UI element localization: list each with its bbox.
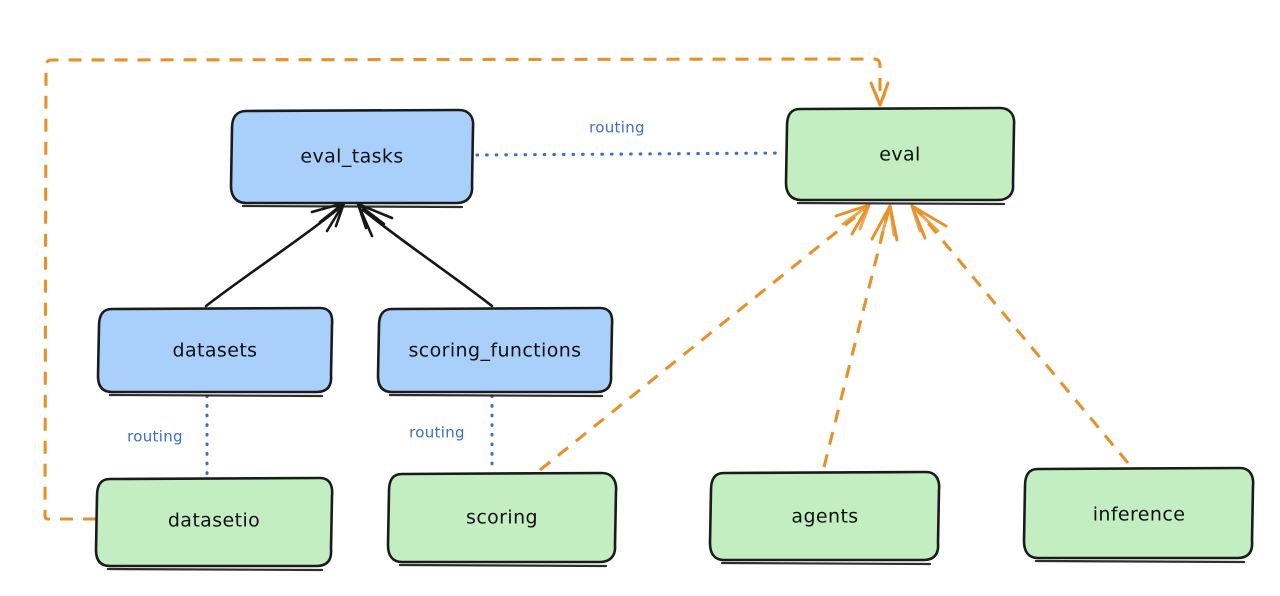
edge-datasets-datasetio: routing: [127, 394, 209, 478]
node-datasets-label: datasets: [173, 340, 258, 362]
node-scoring[interactable]: scoring: [386, 471, 618, 568]
edge-datasetio-eval: [43, 57, 890, 521]
edge-inference-eval-arrowhead-inner: [910, 204, 940, 233]
edge-scoring-functions-eval-tasks-path: [361, 208, 494, 308]
edge-agents-eval-arrowhead-inner: [879, 204, 896, 240]
edge-scoring-functions-eval-tasks: [356, 202, 494, 308]
node-eval_tasks-label: eval_tasks: [300, 146, 403, 168]
node-scoring_functions[interactable]: scoring_functions: [376, 306, 614, 398]
edge-inference-eval: [910, 204, 1130, 464]
node-eval-label: eval: [879, 144, 920, 166]
node-datasets-shape: [96, 306, 334, 394]
node-eval_tasks-shape: [229, 108, 475, 205]
edge-agents-eval: [822, 204, 899, 468]
edge-datasetio-eval-arrowhead-inner: [873, 90, 887, 107]
node-scoring_functions-label: scoring_functions: [409, 340, 582, 362]
node-scoring-shape: [386, 471, 618, 564]
node-datasetio-shape: [94, 476, 334, 568]
node-datasetio[interactable]: datasetio: [94, 476, 334, 572]
edge-label-routing-scoring-functions: routing: [409, 424, 465, 442]
node-datasetio-shadow: [106, 567, 324, 572]
edge-scoring-eval: [539, 203, 871, 472]
node-inference-label: inference: [1093, 504, 1186, 526]
node-scoring-label: scoring: [466, 507, 538, 529]
node-scoring-shadow: [398, 563, 608, 568]
node-scoring_functions-shadow: [388, 393, 604, 398]
node-eval-shadow: [796, 201, 1006, 206]
node-eval-shape: [784, 106, 1016, 202]
node-eval_tasks[interactable]: eval_tasks: [229, 108, 475, 209]
node-inference-shadow: [1034, 559, 1246, 564]
node-agents[interactable]: agents: [708, 470, 941, 566]
node-inference[interactable]: inference: [1022, 466, 1255, 564]
edge-scoring-functions-scoring: routing: [409, 394, 494, 473]
edge-inference-eval-path: [916, 210, 1130, 464]
node-scoring_functions-shape: [376, 306, 614, 394]
node-eval[interactable]: eval: [784, 106, 1016, 206]
edge-label-routing-eval-tasks: routing: [589, 119, 645, 137]
node-agents-label: agents: [791, 506, 858, 528]
edge-agents-eval-path: [822, 211, 890, 468]
node-inference-shape: [1022, 466, 1255, 560]
node-eval_tasks-shadow: [241, 204, 464, 209]
node-agents-shadow: [720, 561, 932, 566]
node-datasetio-label: datasetio: [168, 510, 260, 532]
node-datasets-shadow: [108, 393, 324, 398]
edge-scoring-eval-path: [539, 208, 865, 472]
node-agents-shape: [708, 470, 941, 562]
edge-datasets-eval-tasks: [204, 201, 346, 308]
edge-datasets-eval-tasks-path: [204, 207, 340, 308]
edge-eval-tasks-eval: routing: [475, 119, 786, 157]
edge-label-routing-datasets: routing: [127, 428, 183, 446]
edge-scoring-eval-arrowhead-inner: [841, 203, 871, 231]
edge-eval-tasks-eval-path: [475, 151, 786, 157]
edge-datasetio-eval-path: [43, 57, 882, 521]
node-datasets[interactable]: datasets: [96, 306, 334, 398]
